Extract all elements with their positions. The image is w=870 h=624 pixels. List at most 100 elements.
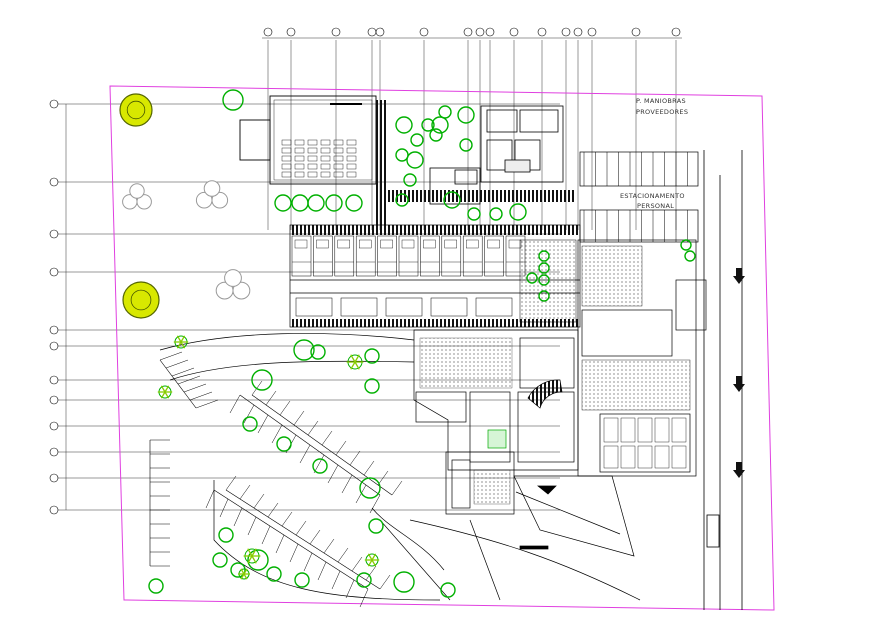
tree-symbol-icon xyxy=(429,128,443,142)
grid-bubble-icon xyxy=(49,375,59,385)
staff-parking-label-2: PERSONAL xyxy=(637,202,674,210)
seat xyxy=(307,163,318,170)
parking-stall-icon xyxy=(363,460,375,476)
palm-symbol-icon xyxy=(354,361,360,370)
seat xyxy=(281,139,292,146)
palm-symbol-icon xyxy=(180,335,186,343)
exam-room xyxy=(654,417,670,443)
tree-symbol-icon xyxy=(307,194,325,212)
room-cell xyxy=(377,235,397,277)
parking-stall-icon xyxy=(261,525,271,545)
tree-symbol-icon xyxy=(242,416,258,432)
parking-stall-icon xyxy=(189,391,213,401)
grid-bubble-icon xyxy=(49,447,59,457)
staff-parking-label: ESTACIONAMENTO xyxy=(620,192,685,200)
parking-stall-icon xyxy=(317,561,327,581)
exam-room xyxy=(654,445,670,469)
palm-symbol-icon xyxy=(350,354,356,363)
parking-stall-icon xyxy=(271,424,283,444)
parking-stall-icon xyxy=(321,430,333,446)
parking-stall-icon xyxy=(225,475,237,491)
exam-room xyxy=(637,417,653,443)
tree-symbol-icon xyxy=(224,269,242,287)
room-cell xyxy=(295,297,333,317)
tree-symbol-icon xyxy=(126,100,146,120)
tree-symbol-icon xyxy=(410,133,424,147)
traffic-arrow-group xyxy=(733,268,745,478)
room-cell xyxy=(462,235,483,277)
grid-bubble-icon xyxy=(49,177,59,187)
grid-bubble-icon xyxy=(537,27,547,37)
parking-stall-icon xyxy=(279,400,291,416)
parking-stall-icon xyxy=(309,529,321,545)
tree-symbol-icon xyxy=(457,106,475,124)
seat xyxy=(307,155,318,162)
palm-symbol-icon xyxy=(176,341,182,349)
tree-symbol-icon xyxy=(443,191,461,209)
palm-symbol-icon xyxy=(367,553,373,561)
room-cell xyxy=(291,235,312,277)
room-cell xyxy=(398,235,419,277)
tree-symbol-icon xyxy=(130,289,152,311)
room-bed xyxy=(316,239,329,249)
seat xyxy=(281,171,292,178)
parking-stall-icon xyxy=(205,489,215,509)
grid-bubble-icon xyxy=(419,27,429,37)
tree-symbol-icon xyxy=(538,250,550,262)
tree-symbol-icon xyxy=(232,281,251,300)
tree-symbol-icon xyxy=(148,578,164,594)
parking-stall-icon xyxy=(183,383,207,393)
tree-symbol-icon xyxy=(136,194,152,210)
grid-bubble-icon xyxy=(367,27,377,37)
parking-stall-icon xyxy=(177,375,201,385)
parking-stall-icon xyxy=(307,420,319,436)
seat xyxy=(281,147,292,154)
parking-stall-icon xyxy=(253,493,265,509)
palm-symbol-icon xyxy=(251,555,257,564)
palm-symbol-icon xyxy=(164,391,170,399)
room-bed xyxy=(423,239,436,249)
seat xyxy=(346,139,357,146)
palm-symbol-icon xyxy=(240,573,245,580)
room-bed xyxy=(444,239,457,249)
grid-bubble-icon xyxy=(671,27,681,37)
tree-symbol-icon xyxy=(345,194,363,212)
seat xyxy=(294,163,305,170)
seat xyxy=(294,147,305,154)
grid-bubble-icon xyxy=(49,473,59,483)
parking-stall-icon xyxy=(369,494,381,514)
room-cell xyxy=(355,235,376,277)
palm-symbol-icon xyxy=(371,553,377,561)
grid-bubble-icon xyxy=(485,27,495,37)
palm-symbol-icon xyxy=(240,568,245,575)
corridor-hatch-2 xyxy=(376,100,386,230)
entry-block xyxy=(445,451,635,557)
grid-bubble-icon xyxy=(509,27,519,37)
parking-stall-icon xyxy=(289,543,299,563)
parking-stall-icon xyxy=(267,502,279,518)
tree-symbol-icon xyxy=(212,552,228,568)
palm-symbol-icon xyxy=(371,559,377,567)
seat xyxy=(320,155,331,162)
provider-parking-label: P. MANIOBRAS xyxy=(636,97,686,105)
tree-symbol-icon xyxy=(526,272,538,284)
grid-bubble-icon xyxy=(49,267,59,277)
tree-symbol-icon xyxy=(364,348,380,364)
exam-room xyxy=(671,417,687,443)
parking-row-edge xyxy=(213,489,369,590)
parking-stall-icon xyxy=(165,359,189,369)
tree-symbol-icon xyxy=(440,582,456,598)
grid-bubble-icon xyxy=(561,27,571,37)
grid-bubble-icon xyxy=(49,395,59,405)
palm-symbol-icon xyxy=(350,361,356,370)
room-bed xyxy=(380,239,393,249)
parking-stall-icon xyxy=(243,404,255,424)
palm-symbol-icon xyxy=(180,341,186,349)
tree-symbol-icon xyxy=(291,194,309,212)
landscape-trees xyxy=(119,89,696,598)
grid-bubble-icon xyxy=(49,421,59,431)
tree-symbol-icon xyxy=(403,173,417,187)
service-block xyxy=(429,105,564,205)
tree-symbol-icon xyxy=(325,194,343,212)
exam-room xyxy=(603,445,619,469)
